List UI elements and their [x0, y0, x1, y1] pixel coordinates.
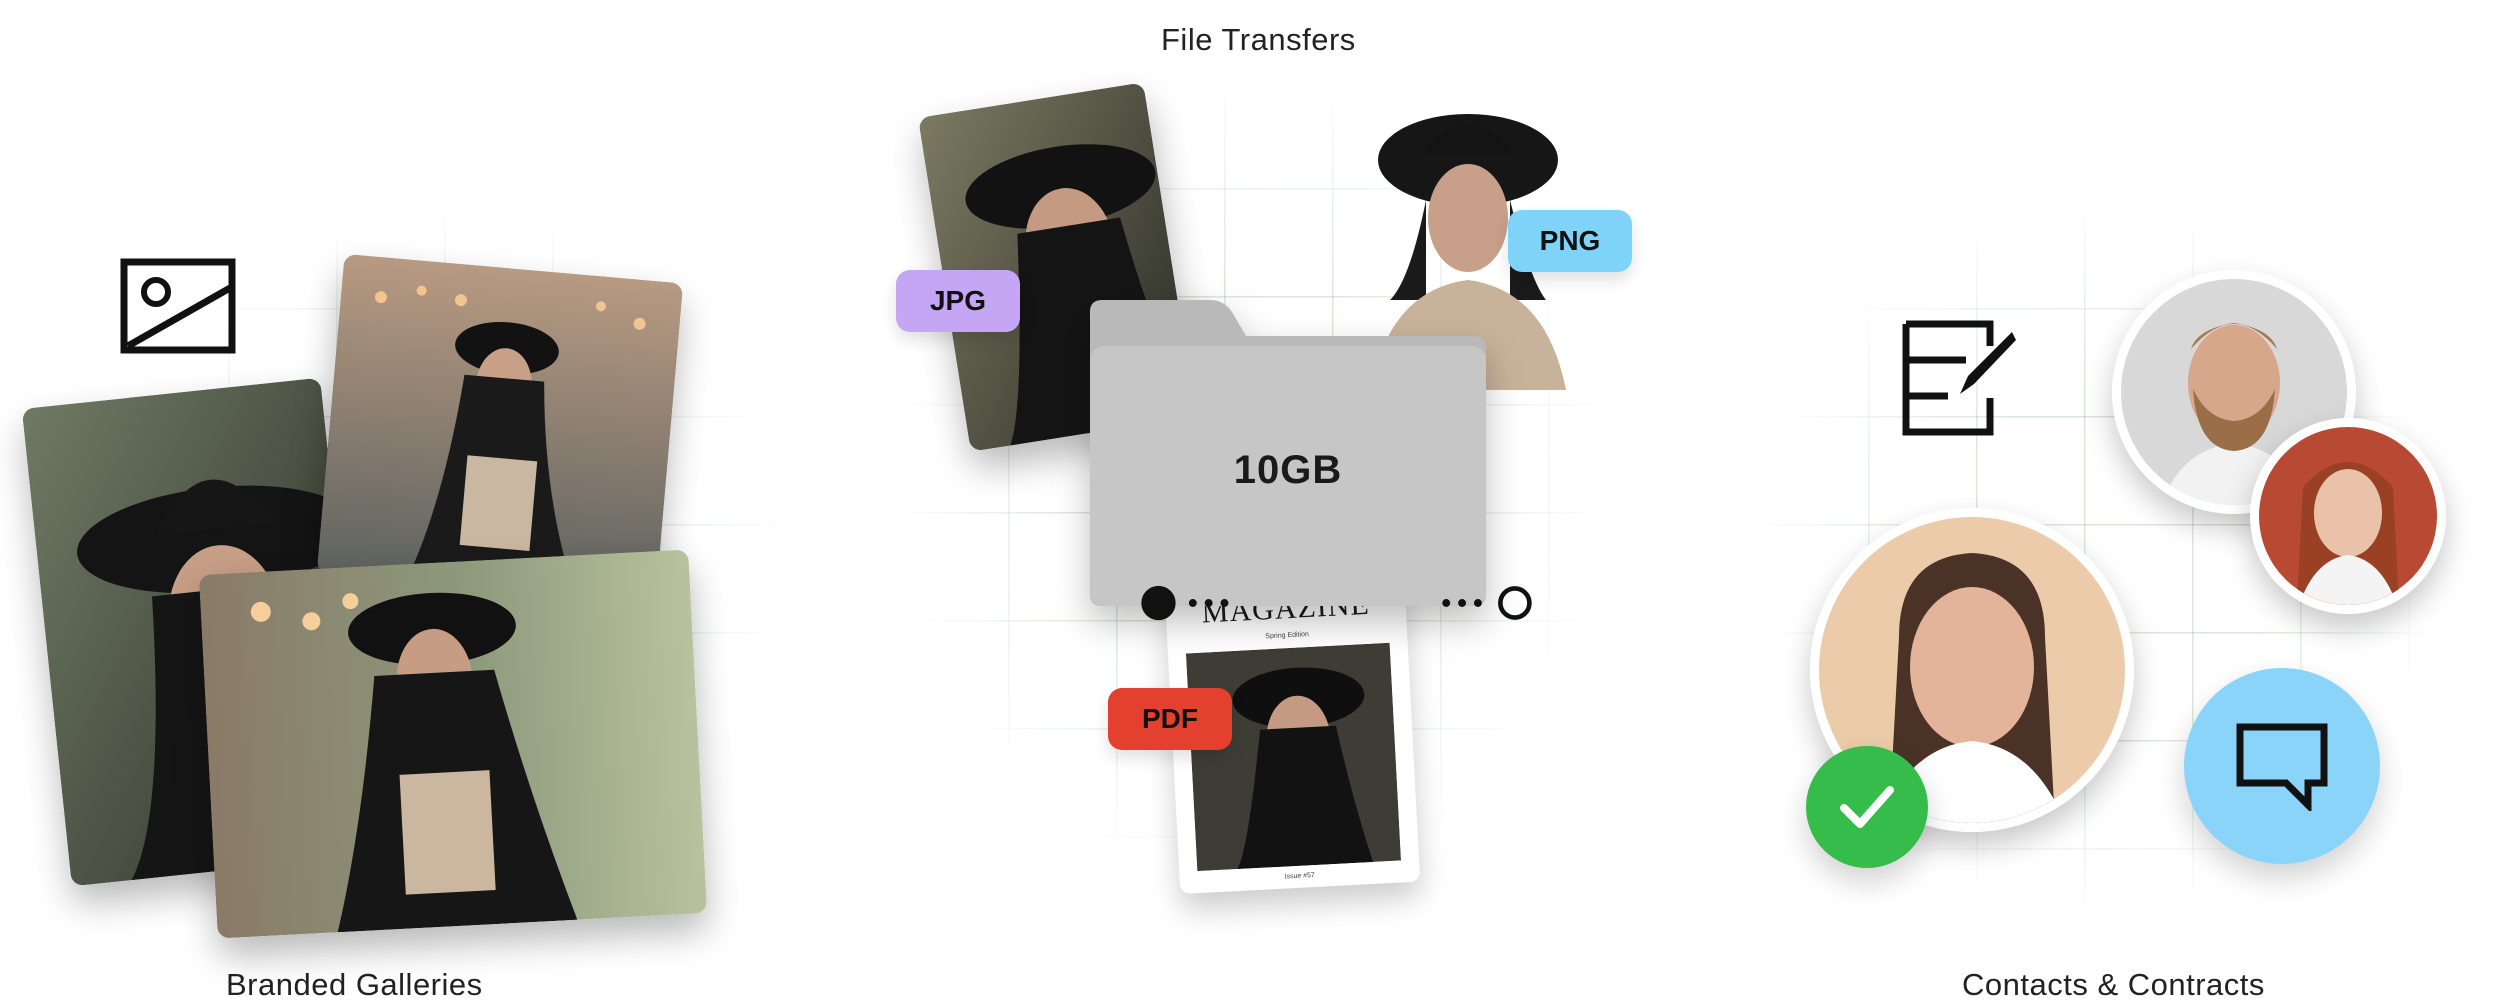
folder-10gb: 10GB — [1090, 300, 1532, 621]
image-icon — [120, 258, 236, 354]
check-icon — [1840, 786, 1894, 828]
gallery-photo — [316, 253, 684, 603]
png-tag: PNG — [1508, 210, 1632, 272]
folder-size-label: 10GB — [1233, 448, 1343, 492]
magazine-document: MAGAZINE Spring Edition Issue #57 — [1163, 563, 1421, 895]
gallery-photo — [198, 549, 708, 939]
chat-icon — [2236, 723, 2328, 811]
pdf-tag: PDF — [1108, 688, 1232, 750]
check-badge — [1806, 746, 1928, 868]
transfer-progress — [1141, 585, 1532, 621]
jpg-tag: JPG — [896, 270, 1020, 332]
chat-button[interactable] — [2184, 668, 2380, 864]
section-caption-branded-galleries: Branded Galleries — [226, 967, 483, 1002]
section-caption-contacts-contracts: Contacts & Contracts — [1962, 967, 2265, 1002]
transfer-photo-png — [1370, 114, 1566, 390]
avatar-contact — [1810, 508, 2134, 832]
contract-icon — [1902, 320, 2016, 436]
section-caption-file-transfers: File Transfers — [1161, 22, 1356, 57]
avatar-contact — [2250, 418, 2446, 614]
